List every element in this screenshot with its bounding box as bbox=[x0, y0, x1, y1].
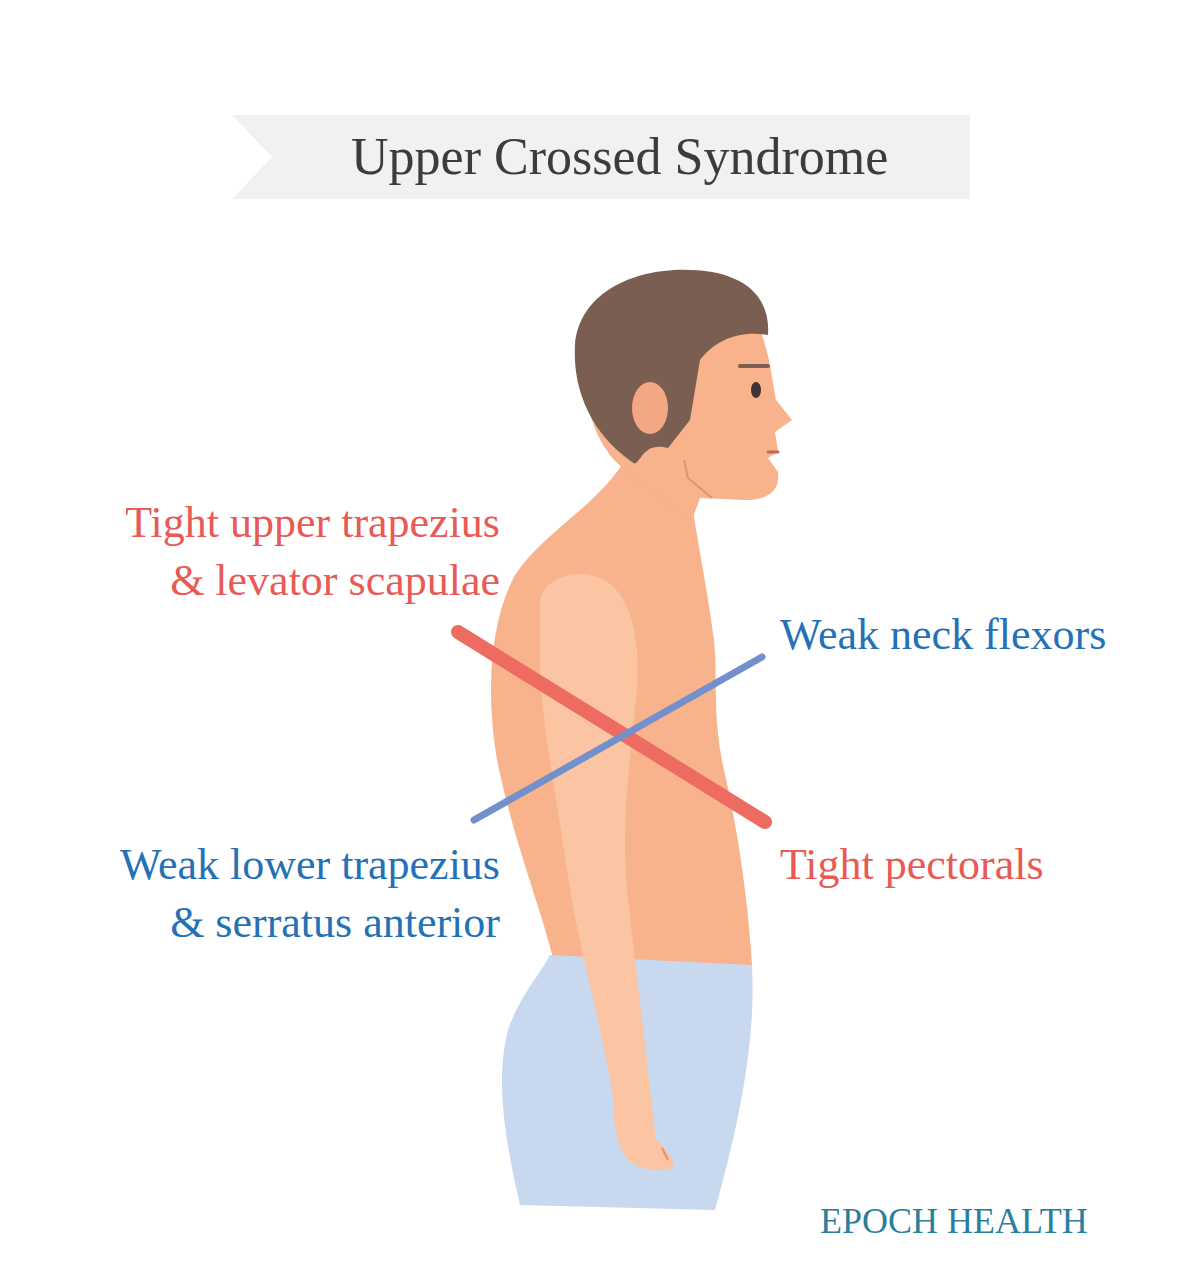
tight-muscle-line bbox=[458, 632, 765, 822]
tight-label: Tight pectorals bbox=[780, 836, 1044, 894]
weak-label: Weak neck flexors bbox=[780, 606, 1106, 664]
hair bbox=[575, 270, 768, 464]
tight-label: Tight upper trapezius & levator scapulae bbox=[95, 494, 500, 610]
eyebrow bbox=[740, 364, 768, 368]
title-banner bbox=[232, 115, 970, 199]
mouth bbox=[768, 451, 778, 454]
watermark: EPOCH HEALTH bbox=[820, 1198, 1088, 1246]
weak-muscle-line bbox=[474, 657, 762, 820]
arm bbox=[540, 574, 674, 1170]
jaw-line bbox=[684, 460, 712, 498]
eye bbox=[751, 382, 761, 398]
diagram-title: Upper Crossed Syndrome bbox=[351, 126, 888, 188]
weak-label: Weak lower trapezius & serratus anterior bbox=[92, 836, 500, 952]
ear bbox=[632, 382, 668, 434]
hand-line bbox=[662, 1148, 668, 1160]
